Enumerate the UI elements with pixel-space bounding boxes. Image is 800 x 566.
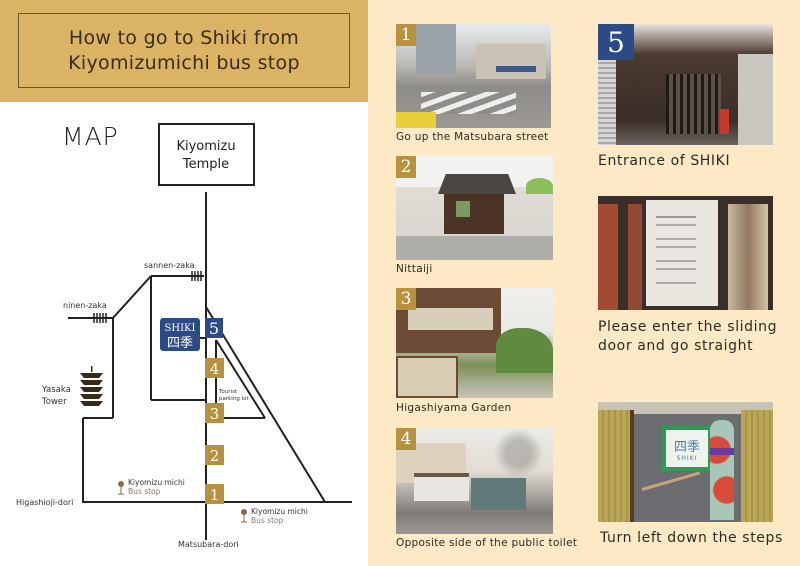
step-2-caption: Nittaiji [396, 263, 433, 275]
step-3-photo: 3 [396, 288, 553, 398]
step-2-photo: 2 [396, 156, 553, 260]
bus-stop-2-name: Kiyomizu michi [251, 507, 308, 516]
bus-stop-1-name: Kiyomizu michi [128, 478, 185, 487]
title-line-1: How to go to Shiki from [68, 26, 300, 49]
route-map: Kiyomizu Temple [16, 123, 352, 549]
matsubara-label: Matsubara-dori [178, 540, 239, 549]
step-1-photo: 1 [396, 24, 551, 128]
ninen-zaka-label: ninen-zaka [63, 301, 107, 310]
higashioji-label: Higashioji-dori [16, 498, 73, 507]
shiki-label-en: SHIKI [165, 323, 196, 334]
step-5-photo: 5 [598, 24, 773, 145]
step-5-marker: 5 [598, 24, 634, 60]
svg-text:3: 3 [210, 405, 220, 423]
sign-en-text: SHIKI [676, 454, 698, 462]
photo-steps-panel: 1 Go up the Matsubara street 2 Nittaiji … [368, 0, 800, 566]
ninen-zaka-stairs-icon [93, 313, 107, 323]
svg-text:1: 1 [210, 486, 220, 504]
sign-jp-text: 四季 [673, 439, 700, 455]
bus-stop-2: Kiyomizu michi Bus stop [241, 507, 308, 525]
marker-3 [205, 403, 224, 423]
shiki-sign: 四季 SHIKI [662, 426, 712, 471]
step-2-marker: 2 [396, 156, 416, 178]
road-labels: sannen-zaka ninen-zaka Yasaka Tower Higa… [16, 261, 249, 549]
step-5-caption: Entrance of SHIKI [598, 153, 731, 169]
sannen-zaka-stairs-icon [191, 271, 202, 281]
step-7-caption: Turn left down the steps [600, 530, 783, 546]
title-box: How to go to Shiki from Kiyomizumichi bu… [18, 13, 350, 88]
kiyomizu-temple-box: Kiyomizu Temple [158, 123, 255, 186]
shiki-location-badge: SHIKI 四季 [160, 318, 200, 351]
temple-label-1: Kiyomizu [176, 139, 235, 154]
sannen-zaka-label: sannen-zaka [144, 261, 195, 270]
pagoda-icon [80, 366, 103, 406]
step-6-photo [598, 196, 773, 310]
step-7-photo: 四季 SHIKI [598, 402, 773, 522]
svg-text:4: 4 [210, 360, 220, 378]
map-panel: How to go to Shiki from Kiyomizumichi bu… [0, 0, 368, 566]
step-4-photo: 4 [396, 428, 553, 534]
temple-label-2: Temple [182, 157, 229, 172]
step-3-marker: 3 [396, 288, 416, 310]
map-heading: MAP [62, 122, 119, 151]
step-1-caption: Go up the Matsubara street [396, 131, 549, 143]
marker-4 [205, 358, 224, 378]
route-markers: 5 4 3 2 1 [205, 318, 224, 504]
title-banner: How to go to Shiki from Kiyomizumichi bu… [0, 0, 368, 102]
step-3-caption: Higashiyama Garden [396, 402, 512, 414]
svg-text:5: 5 [209, 319, 219, 338]
marker-5 [205, 318, 223, 338]
yasaka-label-1: Yasaka [41, 385, 71, 395]
step-4-caption: Opposite side of the public toilet [396, 537, 578, 549]
marker-2 [205, 445, 224, 465]
parking-label-1: Tourist [218, 389, 238, 395]
title-line-2: Kiyomizumichi bus stop [68, 51, 300, 74]
shiki-label-jp: 四季 [167, 336, 193, 351]
parking-label-2: parking lot [219, 396, 249, 402]
marker-1 [205, 484, 224, 504]
bus-stop-2-label: Bus stop [251, 516, 284, 525]
bus-stop-1-label: Bus stop [128, 487, 161, 496]
yasaka-label-2: Tower [41, 397, 67, 407]
step-6-caption-1: Please enter the sliding [598, 319, 778, 335]
bus-stop-1: Kiyomizu michi Bus stop [118, 478, 185, 496]
step-1-marker: 1 [396, 24, 416, 46]
step-4-marker: 4 [396, 428, 416, 450]
step-6-caption-2: door and go straight [598, 338, 754, 354]
svg-text:2: 2 [210, 447, 220, 465]
